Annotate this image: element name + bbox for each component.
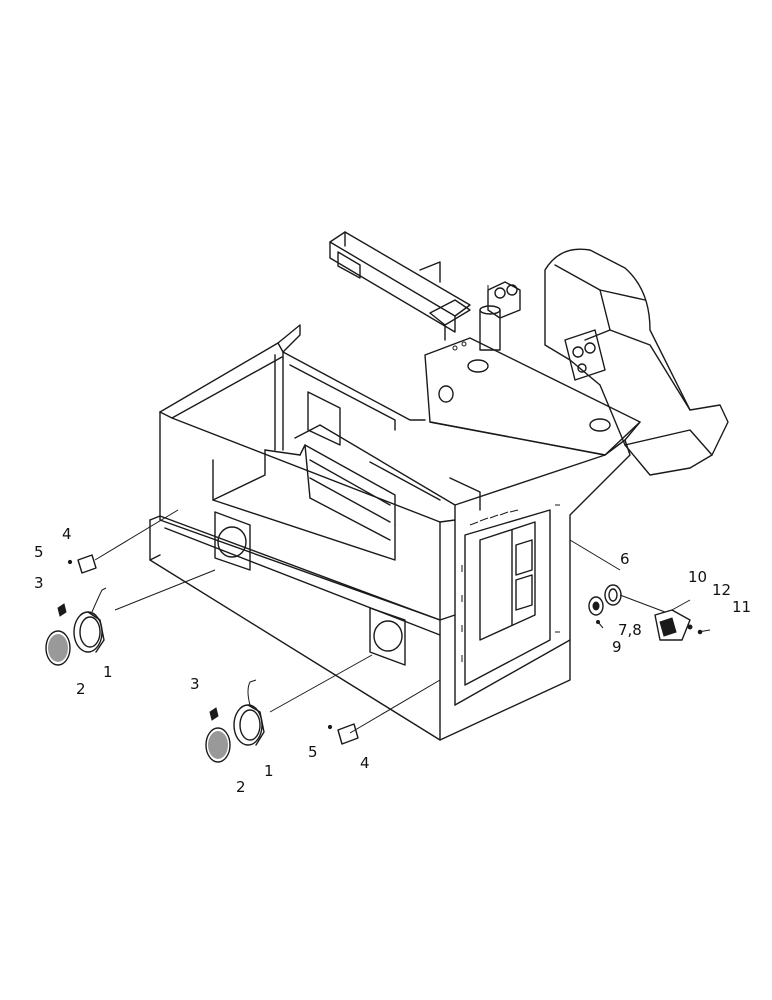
callout-5-upper: 5 (34, 543, 44, 561)
callout-labels: 1 2 3 4 5 1 2 3 4 5 6 7,8 9 10 11 12 (34, 525, 751, 796)
callout-10: 10 (688, 568, 707, 586)
callout-1-lower: 1 (264, 762, 274, 780)
lamp-group-lower-center (205, 679, 359, 763)
callout-4-upper: 4 (62, 525, 72, 543)
rear-lamp-unit (654, 609, 691, 641)
callout-2-upper: 2 (76, 680, 86, 698)
callout-4-lower: 4 (360, 754, 370, 772)
callout-11: 11 (732, 598, 751, 616)
callout-5-lower: 5 (308, 743, 318, 761)
right-side-parts (588, 584, 711, 641)
callout-2-lower: 2 (236, 778, 246, 796)
lamp-group-upper-left (45, 554, 107, 666)
grommet-ring (604, 584, 622, 606)
boom-arm-assembly (329, 231, 729, 476)
callout-3-lower: 3 (190, 675, 200, 693)
callout-6: 6 (620, 550, 630, 568)
callout-12: 12 (712, 581, 731, 599)
lamp-lens (45, 630, 71, 666)
leader-lines (94, 509, 666, 734)
callout-7-8: 7,8 (618, 621, 642, 639)
callout-1-upper: 1 (103, 663, 113, 681)
callout-3-upper: 3 (34, 574, 44, 592)
callout-9: 9 (612, 638, 622, 656)
upright-post (479, 285, 501, 351)
cab-frame-body (149, 324, 641, 741)
